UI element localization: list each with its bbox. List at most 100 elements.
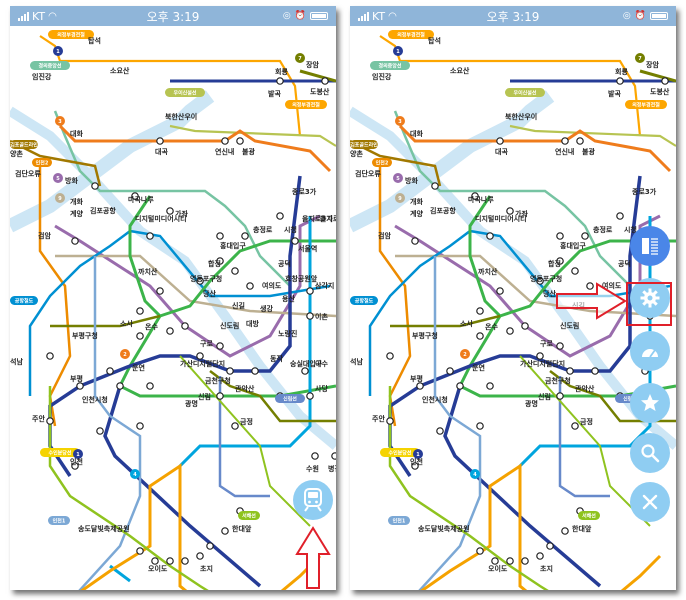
svg-text:마곡나루: 마곡나루 [128, 195, 154, 204]
svg-text:의정부경전철: 의정부경전철 [397, 32, 425, 39]
svg-text:부평구청: 부평구청 [412, 331, 438, 340]
svg-text:초지: 초지 [540, 564, 553, 573]
svg-text:가산디지털단지: 가산디지털단지 [180, 359, 225, 368]
svg-text:소사: 소사 [120, 319, 133, 328]
svg-text:운연: 운연 [472, 363, 485, 372]
status-bar: KT ◠ 오후 3:19 ◎ ⏰ [350, 6, 676, 26]
svg-text:디지털미디어시티: 디지털미디어시티 [135, 214, 187, 223]
svg-text:용산: 용산 [282, 294, 295, 303]
settings-button[interactable] [630, 278, 670, 318]
svg-text:1: 1 [416, 452, 420, 458]
svg-text:김포골드라인: 김포골드라인 [10, 142, 38, 149]
svg-text:금천구청: 금천구청 [545, 376, 571, 385]
svg-text:부평: 부평 [410, 374, 423, 383]
clock: 오후 3:19 [146, 9, 200, 24]
subway-map[interactable]: 의정부경전철 1 경의중앙선 우이신설선 7 의정부경전철 3 김포골드라인 [10, 26, 336, 590]
svg-text:회룡: 회룡 [615, 67, 628, 76]
svg-text:계양: 계양 [70, 209, 83, 218]
svg-text:방화: 방화 [65, 176, 78, 185]
svg-text:공항철도: 공항철도 [15, 298, 34, 305]
speedometer-button[interactable] [630, 331, 670, 371]
svg-text:수인분당선: 수인분당선 [388, 450, 411, 457]
search-icon [641, 444, 660, 463]
svg-text:양촌: 양촌 [350, 149, 363, 158]
svg-text:우이신설선: 우이신설선 [513, 90, 536, 97]
svg-text:9: 9 [58, 196, 62, 202]
carrier-label: KT [372, 9, 386, 23]
svg-text:숭실대입구: 숭실대입구 [290, 359, 323, 368]
svg-text:불광: 불광 [582, 147, 595, 156]
wifi-icon: ◠ [48, 10, 57, 22]
svg-text:종로3가: 종로3가 [292, 187, 317, 196]
svg-text:경의중앙선: 경의중앙선 [378, 63, 401, 70]
subway-map[interactable]: 의정부경전철 1 경의중앙선 우이신설선 7 의정부경전철 3 김포골드라인 [350, 26, 676, 590]
svg-text:검단오류: 검단오류 [15, 169, 41, 178]
svg-text:주안: 주안 [372, 414, 385, 423]
svg-text:의정부경전철: 의정부경전철 [292, 102, 320, 109]
svg-text:시청: 시청 [284, 225, 297, 234]
svg-text:불광: 불광 [242, 147, 255, 156]
svg-text:구로: 구로 [200, 340, 213, 348]
svg-text:발곡: 발곡 [608, 89, 621, 98]
svg-text:을지로3가: 을지로3가 [302, 214, 333, 223]
svg-text:신림: 신림 [538, 392, 551, 401]
svg-text:신림선: 신림선 [283, 396, 297, 403]
svg-text:종로3가: 종로3가 [632, 187, 657, 196]
svg-text:신도림: 신도림 [220, 321, 239, 330]
battery-icon [650, 12, 668, 20]
svg-text:인천1: 인천1 [393, 518, 406, 525]
svg-text:대곡: 대곡 [495, 147, 508, 156]
line-badges: 의정부경전철 1 경의중앙선 우이신설선 7 의정부경전철 3 김포골드라인 [10, 30, 327, 525]
svg-text:5: 5 [56, 176, 60, 182]
svg-text:개화: 개화 [70, 197, 83, 206]
svg-text:사당: 사당 [315, 384, 328, 393]
svg-text:관악산: 관악산 [575, 384, 595, 393]
svg-text:주안: 주안 [32, 414, 45, 423]
close-menu-button[interactable] [630, 482, 670, 522]
alarm-icon: ⏰ [634, 11, 646, 21]
svg-text:구로: 구로 [540, 340, 553, 348]
svg-text:대화: 대화 [70, 129, 83, 138]
svg-text:디지털미디어시티: 디지털미디어시티 [475, 214, 527, 223]
rotation-lock-icon: ◎ [282, 11, 291, 21]
book-list-button[interactable] [630, 226, 670, 266]
subway-map-canvas[interactable]: 의정부경전철 1 경의중앙선 우이신설선 7 의정부경전철 3 김포골드라인 [350, 26, 676, 590]
svg-text:인천: 인천 [70, 457, 83, 466]
svg-text:연신내: 연신내 [215, 147, 234, 156]
svg-text:검암: 검암 [378, 231, 391, 240]
svg-text:대곡: 대곡 [155, 147, 168, 156]
svg-text:2: 2 [123, 352, 127, 358]
svg-text:신길: 신길 [232, 301, 245, 310]
svg-text:초지: 초지 [200, 564, 213, 573]
station-labels: 탑석 소요산 임진강 회룡 도봉산 장암 발곡 북한산우이 대화 대곡 연신내 … [10, 36, 336, 573]
svg-text:을지로4가: 을지로4가 [320, 214, 336, 223]
svg-text:인천시청: 인천시청 [422, 395, 448, 404]
svg-text:서해선: 서해선 [582, 513, 596, 520]
favorites-button[interactable] [630, 383, 670, 423]
train-icon [304, 488, 322, 512]
svg-text:7: 7 [638, 56, 642, 62]
svg-text:검암: 검암 [38, 231, 51, 240]
svg-text:동작: 동작 [270, 354, 283, 363]
svg-text:당산: 당산 [203, 289, 216, 298]
svg-text:오이도: 오이도 [488, 564, 508, 573]
subway-map-canvas[interactable]: 의정부경전철 1 경의중앙선 우이신설선 7 의정부경전철 3 김포골드라인 [10, 26, 336, 590]
gear-icon [640, 288, 660, 308]
menu-toggle-button[interactable] [293, 480, 333, 520]
svg-text:이촌: 이촌 [315, 312, 328, 321]
svg-text:신림: 신림 [198, 392, 211, 401]
status-bar: KT ◠ 오후 3:19 ◎ ⏰ [10, 6, 336, 26]
svg-text:소요산: 소요산 [110, 66, 130, 75]
svg-text:1: 1 [396, 49, 400, 55]
book-list-icon [642, 238, 658, 255]
svg-text:온수: 온수 [485, 322, 498, 331]
svg-text:금정: 금정 [580, 417, 593, 426]
svg-text:수원: 수원 [306, 464, 319, 473]
search-button[interactable] [630, 433, 670, 473]
wifi-icon: ◠ [388, 10, 397, 22]
svg-text:효창공원앞: 효창공원앞 [285, 274, 318, 283]
signal-icon [18, 11, 29, 21]
svg-text:송도달빛축제공원: 송도달빛축제공원 [418, 524, 470, 533]
svg-text:5: 5 [396, 176, 400, 182]
svg-text:충정로: 충정로 [593, 225, 613, 234]
